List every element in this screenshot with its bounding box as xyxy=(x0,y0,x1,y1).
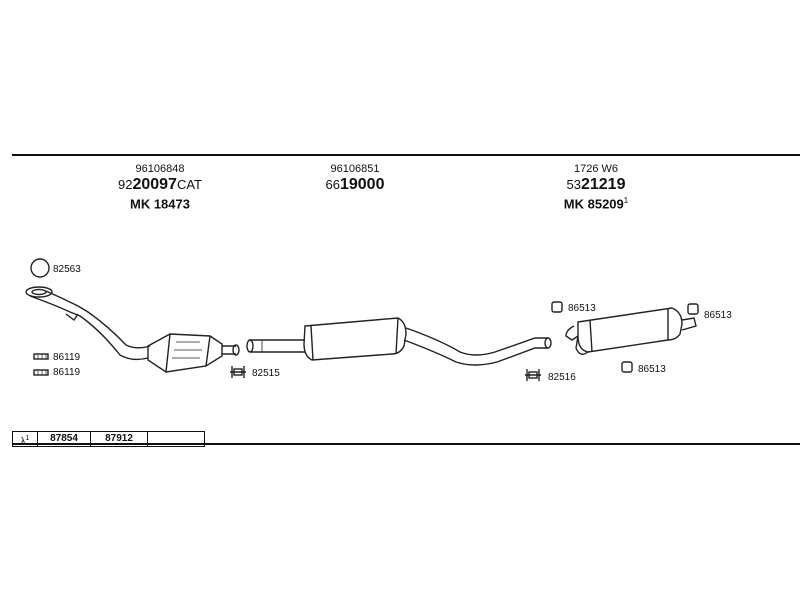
label-clamp-rear: 82516 xyxy=(548,372,576,383)
table-cell: 87912 xyxy=(91,432,148,446)
table-cell: 87854 xyxy=(38,432,91,446)
label-hanger-bottom: 86513 xyxy=(638,364,666,375)
reference-table: λ1 87854 87912 xyxy=(12,431,205,447)
rear-silencer xyxy=(577,307,683,353)
bottom-divider xyxy=(12,443,800,445)
table-cell-lambda: λ1 xyxy=(13,432,38,447)
hanger-top-right xyxy=(687,303,699,315)
label-bolt-b: 86119 xyxy=(53,367,81,378)
oem-number: 1726 W6 xyxy=(573,163,619,175)
oem-number: 96106851 xyxy=(330,163,380,175)
hanger-top-left xyxy=(551,301,563,313)
clamp-rear xyxy=(525,369,541,381)
clamp-front xyxy=(230,366,246,378)
sealing-ring xyxy=(30,258,50,278)
header-catalytic-converter: 96106848 9220097CAT MK 18473 xyxy=(60,162,260,212)
top-divider xyxy=(12,154,800,156)
catalytic-converter xyxy=(147,333,223,373)
bolt-icon-b xyxy=(33,369,49,376)
front-flange xyxy=(25,286,53,298)
part-number: 9220097CAT xyxy=(117,176,202,193)
front-pipe xyxy=(29,295,149,361)
rear-pipe xyxy=(405,327,548,356)
table-cell xyxy=(148,432,204,446)
oem-number: 96106848 xyxy=(135,163,185,175)
bolt-icon-a xyxy=(33,353,49,360)
part-number: 5321219 xyxy=(566,176,626,193)
mk-number: MK 852091 xyxy=(563,196,629,212)
label-bolt-a: 86119 xyxy=(53,352,81,363)
part-number: 6619000 xyxy=(325,176,385,193)
middle-silencer xyxy=(303,317,407,361)
intermediate-pipe xyxy=(250,339,305,353)
label-hanger-top-right: 86513 xyxy=(704,310,732,321)
label-clamp-front: 82515 xyxy=(252,368,280,379)
label-ring: 82563 xyxy=(53,264,81,275)
header-rear-silencer: 1726 W6 5321219 MK 852091 xyxy=(496,162,696,212)
hanger-bottom xyxy=(621,361,633,373)
header-middle-silencer: 96106851 6619000 xyxy=(255,162,455,193)
mk-number: MK 18473 xyxy=(130,196,190,212)
label-hanger-top-left: 86513 xyxy=(568,303,596,314)
